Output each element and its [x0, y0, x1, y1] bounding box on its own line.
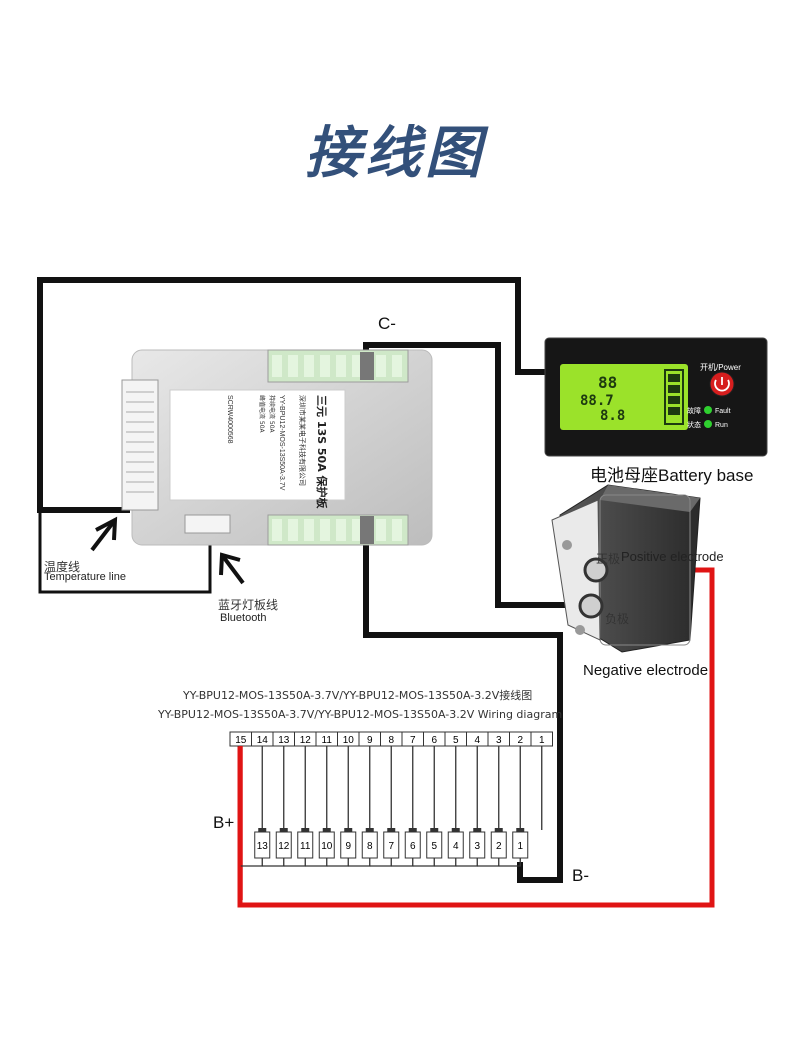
battery-cell-label: 12: [278, 841, 290, 852]
connector-pin-label: 9: [367, 735, 373, 746]
bms-model: YY-BPU12-MOS-13S50A-3.7V: [278, 395, 285, 491]
battery-cell-label: 1: [517, 841, 523, 852]
battery-cell-label: 8: [367, 841, 373, 852]
battery-cell-label: 10: [321, 841, 333, 852]
connector-pin-label: 4: [474, 735, 480, 746]
battery-cell-label: 7: [388, 841, 394, 852]
connector-pin-label: 8: [388, 735, 394, 746]
power-label: 开机/Power: [700, 362, 741, 372]
positive-cn-label: 正极: [596, 552, 621, 566]
negative-cn-label: 负极: [605, 612, 630, 626]
connector-pin-label: 11: [322, 735, 333, 746]
negative-en-label: Negative electrode: [583, 662, 709, 679]
connector-pin-label: 2: [517, 735, 523, 746]
run-label: 状态: [687, 420, 701, 429]
b-minus-wire: [363, 525, 563, 883]
battery-base-socket: [551, 484, 701, 653]
battery-cell: 13: [240, 828, 271, 867]
temperature-en-label: Temperature line: [44, 571, 126, 583]
fault-en-label: Fault: [715, 408, 731, 415]
battery-cell-label: 6: [410, 841, 416, 852]
battery-base-label: 电池母座Battery base: [590, 466, 754, 485]
positive-en-label: Positive electrode: [621, 549, 724, 564]
bluetooth-wire: [38, 510, 212, 594]
battery-cell: 11: [283, 828, 314, 867]
connector-pin-label: 5: [453, 735, 459, 746]
bluetooth-en-label: Bluetooth: [220, 612, 267, 624]
battery-cell: 7: [369, 828, 400, 867]
temperature-cn-label: 温度线: [44, 560, 81, 574]
run-en-label: Run: [715, 422, 728, 429]
battery-cell-label: 3: [474, 841, 480, 852]
battery-display-box: [544, 337, 768, 457]
battery-cell-label: 4: [453, 841, 459, 852]
b-plus-label: B+: [213, 813, 235, 832]
bms-heading: 三元 13S 50A 保护板: [315, 395, 329, 510]
battery-cell-label: 11: [300, 841, 311, 852]
diagram-caption-en: YY-BPU12-MOS-13S50A-3.7V/YY-BPU12-MOS-13…: [158, 708, 563, 721]
temperature-arrow: [90, 516, 118, 552]
c-minus-label: C-: [378, 314, 396, 333]
connector-pin-label: 1: [539, 735, 545, 746]
bms-board: [121, 349, 433, 546]
battery-cell: 1: [498, 828, 529, 867]
battery-cell: 3: [455, 828, 486, 867]
connector-pin-label: 6: [431, 735, 437, 746]
page-title: 接线图: [305, 121, 485, 186]
connector-pin-label: 13: [278, 735, 290, 746]
bms-spec-2: 峰值电流 50A: [258, 395, 266, 434]
connector-pin-label: 10: [343, 735, 355, 746]
battery-cell-label: 9: [345, 841, 351, 852]
bms-spec-1: 持续电流 50A: [268, 395, 276, 434]
fault-label: 故障: [687, 406, 701, 415]
battery-cell-label: 5: [431, 841, 437, 852]
b-minus-label: B-: [572, 866, 589, 885]
bms-company: 深圳市某某电子科技有限公司: [298, 395, 307, 486]
battery-cell: 12: [262, 828, 292, 867]
lcd-readout-3: 8.8: [600, 408, 625, 424]
connector-pin-label: 12: [300, 735, 312, 746]
connector-pin-label: 3: [496, 735, 502, 746]
battery-cell-label: 2: [496, 841, 502, 852]
lcd-readout-1: 88: [598, 373, 617, 392]
bluetooth-arrow: [219, 552, 245, 585]
battery-cell: 4: [434, 828, 464, 867]
connector-pin-label: 14: [257, 735, 269, 746]
bms-serial: SCRW4000568: [226, 395, 233, 444]
diagram-caption-cn: YY-BPU12-MOS-13S50A-3.7V/YY-BPU12-MOS-13…: [183, 689, 533, 702]
connector-pin-label: 7: [410, 735, 416, 746]
battery-cell-label: 13: [257, 841, 269, 852]
lcd-readout-2: 88.7: [580, 393, 614, 409]
battery-cell: 5: [412, 828, 443, 867]
c-minus-wire: [37, 277, 548, 513]
cell-array: 13 12 11 10 9 8 7 6 5 4 3 2 1: [240, 828, 529, 867]
bluetooth-cn-label: 蓝牙灯板线: [218, 598, 279, 612]
connector-pin-label: 15: [235, 735, 247, 746]
